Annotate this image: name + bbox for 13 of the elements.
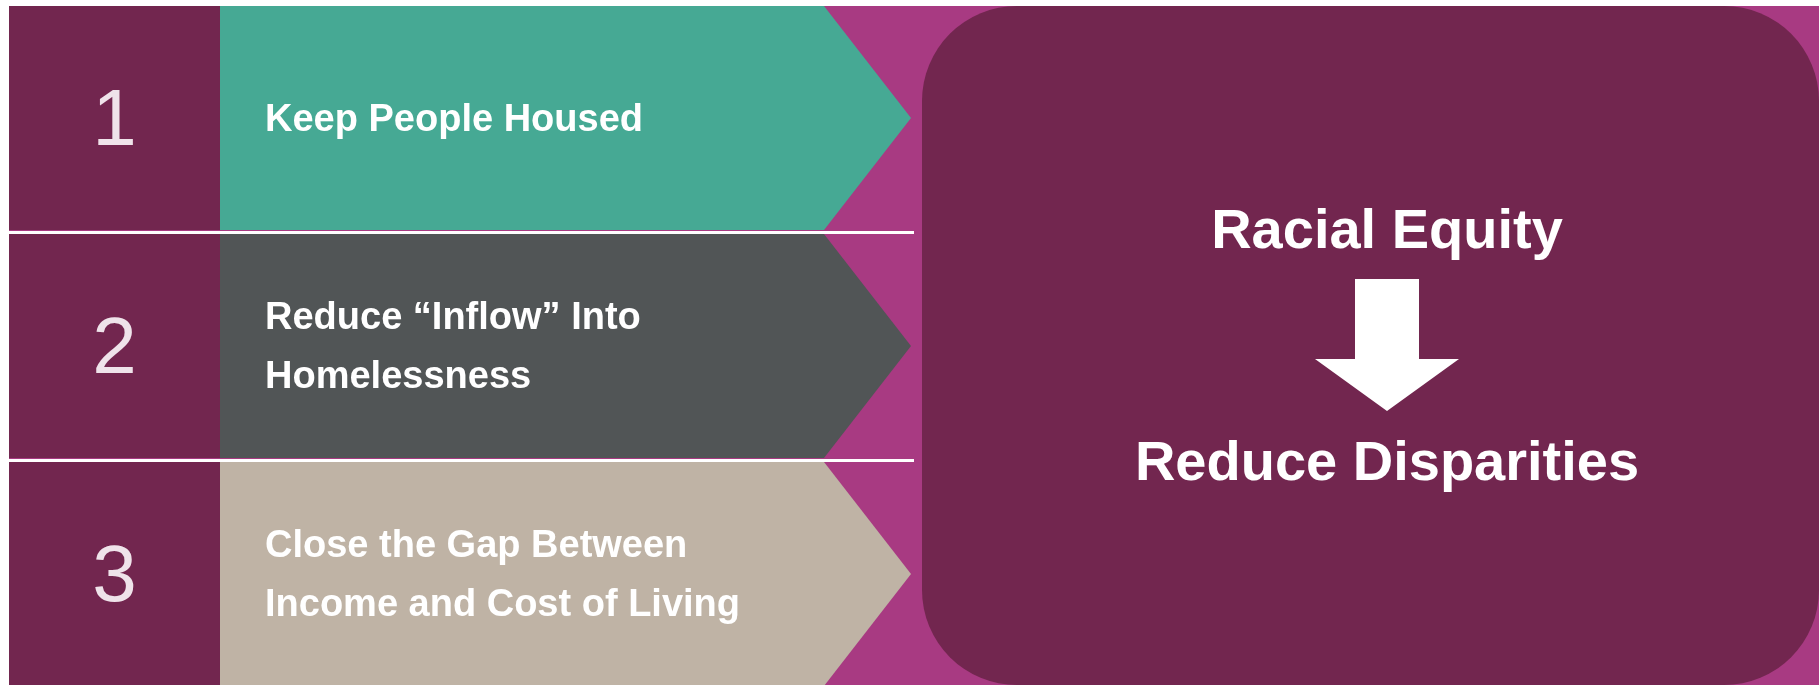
- step-label: Reduce “Inflow” Into Homelessness: [265, 294, 642, 398]
- step-number: 1: [92, 72, 137, 164]
- rounded-panel: [922, 6, 1819, 685]
- step-label: Keep People Housed: [265, 95, 643, 141]
- step-number: 3: [92, 528, 137, 620]
- step-number: 2: [92, 300, 137, 392]
- block-arrow: [1315, 279, 1459, 411]
- step-label: Close the Gap Between Income and Cost of Living: [265, 522, 742, 626]
- number-box: [9, 234, 220, 458]
- number-box: [9, 462, 220, 685]
- outcome-heading: Reduce Disparities: [955, 411, 1819, 511]
- outcome-heading: Racial Equity: [955, 179, 1819, 279]
- number-box: [9, 6, 220, 230]
